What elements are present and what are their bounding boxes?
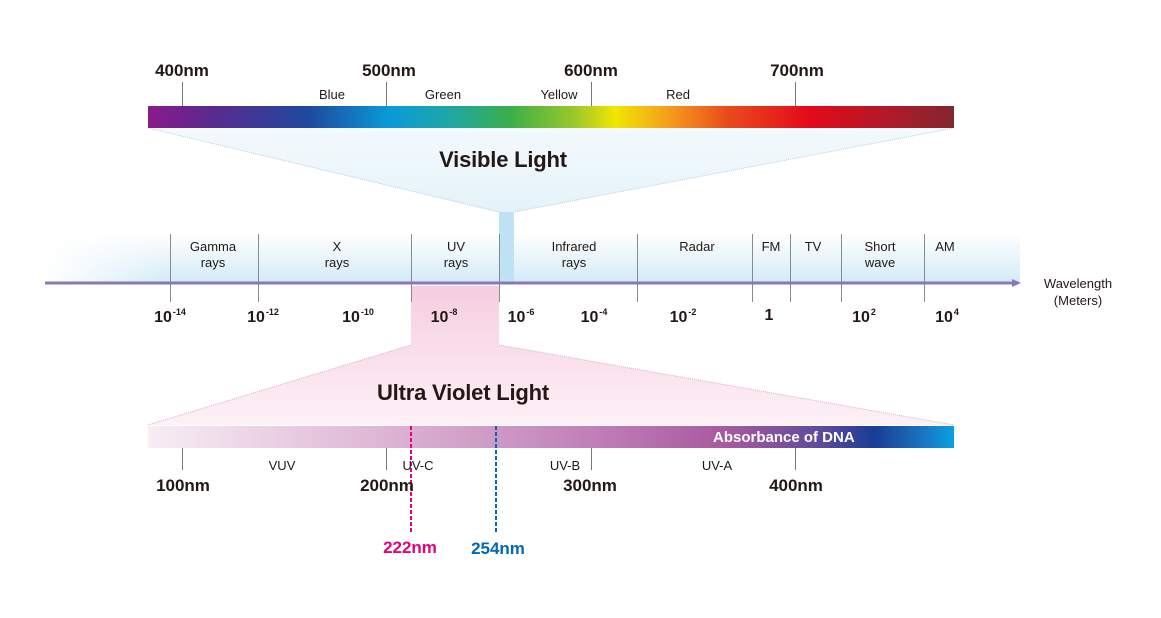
scale-label: 10-8	[430, 307, 458, 326]
uv-subband-vuv: VUV	[268, 458, 296, 473]
visible-tick-500nm: 500nm	[362, 61, 416, 80]
marker-254nm-label: 254nm	[471, 539, 525, 558]
marker-222nm-label: 222nm	[383, 538, 437, 557]
visible-tick-400nm: 400nm	[155, 61, 209, 80]
visible-tick-700nm: 700nm	[770, 61, 824, 80]
scale-label: 1	[764, 307, 774, 324]
color-label-yellow: Yellow	[540, 87, 578, 102]
uv-subband-uvb: UV-B	[549, 458, 581, 473]
uv-tick-100nm: 100nm	[156, 476, 210, 495]
visible-spectrum-bar	[148, 106, 954, 128]
scale-label: 10-14	[154, 307, 186, 326]
uv-light-funnel	[148, 286, 954, 425]
band-radar: Radar	[679, 239, 715, 254]
uv-spectrum-bar	[148, 426, 954, 448]
band-tv: TV	[804, 239, 822, 254]
scale-label: 10-12	[247, 307, 279, 326]
band-uv-rays: UV rays	[443, 239, 469, 270]
color-label-blue: Blue	[318, 87, 346, 102]
scale-label: 102	[852, 307, 876, 326]
scale-label: 10-10	[342, 307, 374, 326]
scale-label: 10-4	[580, 307, 608, 326]
band-infrared-rays: Infrared rays	[551, 239, 597, 270]
band-fm: FM	[761, 239, 781, 254]
scale-label: 10-2	[669, 307, 697, 326]
dna-absorbance-label: Absorbance of DNA	[713, 429, 855, 446]
uv-tick-300nm: 300nm	[563, 476, 617, 495]
band-short-wave: Short wave	[864, 239, 896, 270]
uv-tick-200nm: 200nm	[360, 476, 414, 495]
color-label-red: Red	[666, 87, 690, 102]
visible-tick-600nm: 600nm	[564, 61, 618, 80]
uv-subband-uvc: UV-C	[402, 458, 434, 473]
axis-title-wavelength: Wavelength (Meters)	[1043, 276, 1113, 308]
spectrum-band	[45, 232, 1020, 282]
uv-light-title: Ultra Violet Light	[376, 380, 550, 405]
color-label-green: Green	[424, 87, 462, 102]
band-gamma-rays: Gamma rays	[189, 239, 237, 270]
axis-arrow-icon	[1012, 279, 1021, 287]
uv-subband-uva: UV-A	[701, 458, 733, 473]
visible-light-title: Visible Light	[439, 147, 567, 172]
scale-label: 10-6	[507, 307, 535, 326]
band-x-rays: X rays	[324, 239, 350, 270]
uv-tick-400nm: 400nm	[769, 476, 823, 495]
scale-label: 104	[935, 307, 959, 326]
visible-light-funnel	[148, 128, 954, 282]
band-am: AM	[935, 239, 955, 254]
